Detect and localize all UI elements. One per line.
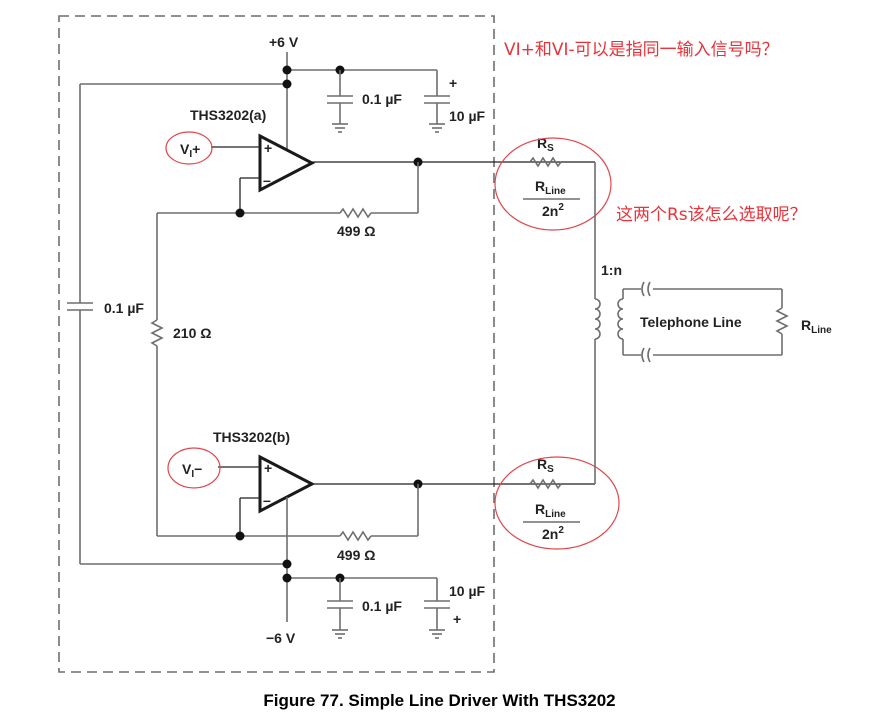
input-b-label: VI− [182,461,202,480]
series-resistor-bottom [523,478,580,523]
resistor-499-b-label: 499 Ω [337,547,375,563]
positive-supply-network [80,52,450,162]
annotation-inputs-question: VI+和VI-可以是指同一输入信号吗？ [504,40,779,60]
load-resistor [775,307,789,335]
transformer [594,162,624,484]
rs-bottom-name: RS [537,456,554,475]
amp-a-minus-pin: – [263,172,271,188]
resistor-499-a [157,162,419,219]
cap-bottom-bypass-label: 0.1 µF [362,598,402,614]
rs-bottom-numerator: RLine [535,501,566,520]
capacitor-0.1uF-bottom [327,578,353,639]
cap-top-polarity-label: + [449,75,457,91]
cap-bottom-bulk-label: 10 µF [449,583,486,599]
rs-bottom-highlight [494,456,620,550]
resistor-499-a-label: 499 Ω [337,223,375,239]
amplifier-boundary-box [58,15,495,673]
negative-supply-network [80,497,450,639]
ground-icon [429,123,445,133]
amp-a-plus-pin: + [264,140,272,156]
ground-icon [332,123,348,133]
input-a-highlight [165,131,213,165]
cap-bottom-polarity-label: + [453,611,461,627]
ground-icon [429,629,445,639]
series-resistor-top [523,156,580,200]
telephone-line-label: Telephone Line [640,314,742,330]
amp-b-minus-pin: – [263,492,271,508]
resistor-499-b [157,484,419,542]
rs-top-name: RS [537,135,554,154]
figure-caption: Figure 77. Simple Line Driver With THS32… [263,691,616,710]
capacitor-10uF-top [424,70,450,133]
input-a-label: VI+ [180,141,200,160]
annotation-rs-question: 这两个Rs该怎么选取呢？ [616,205,807,225]
capacitor-0.1uF-coupling [67,84,93,564]
capacitor-10uF-bottom [424,578,450,639]
load-resistor-label: RLine [801,317,832,336]
rs-top-denominator: 2n2 [542,202,564,219]
rs-top-numerator: RLine [535,178,566,197]
ground-icon [332,629,348,639]
positive-supply-label: +6 V [269,34,299,50]
cap-top-bulk-label: 10 µF [449,108,486,124]
negative-supply-label: −6 V [266,630,296,646]
op-amp-a [211,133,595,213]
cap-coupling-label: 0.1 µF [104,300,144,316]
capacitor-0.1uF-top [327,70,353,133]
op-amp-b [218,454,595,536]
input-b-highlight [167,447,221,489]
telephone-line [623,281,789,363]
amp-b-name: THS3202(b) [213,429,290,445]
rs-bottom-denominator: 2n2 [542,525,564,542]
resistor-210 [150,213,164,536]
resistor-210-label: 210 Ω [173,325,211,341]
rs-top-highlight [494,137,612,231]
transformer-ratio: 1:n [601,262,622,278]
amp-a-name: THS3202(a) [190,107,266,123]
cap-top-bypass-label: 0.1 µF [362,91,402,107]
amp-b-plus-pin: + [264,460,272,476]
